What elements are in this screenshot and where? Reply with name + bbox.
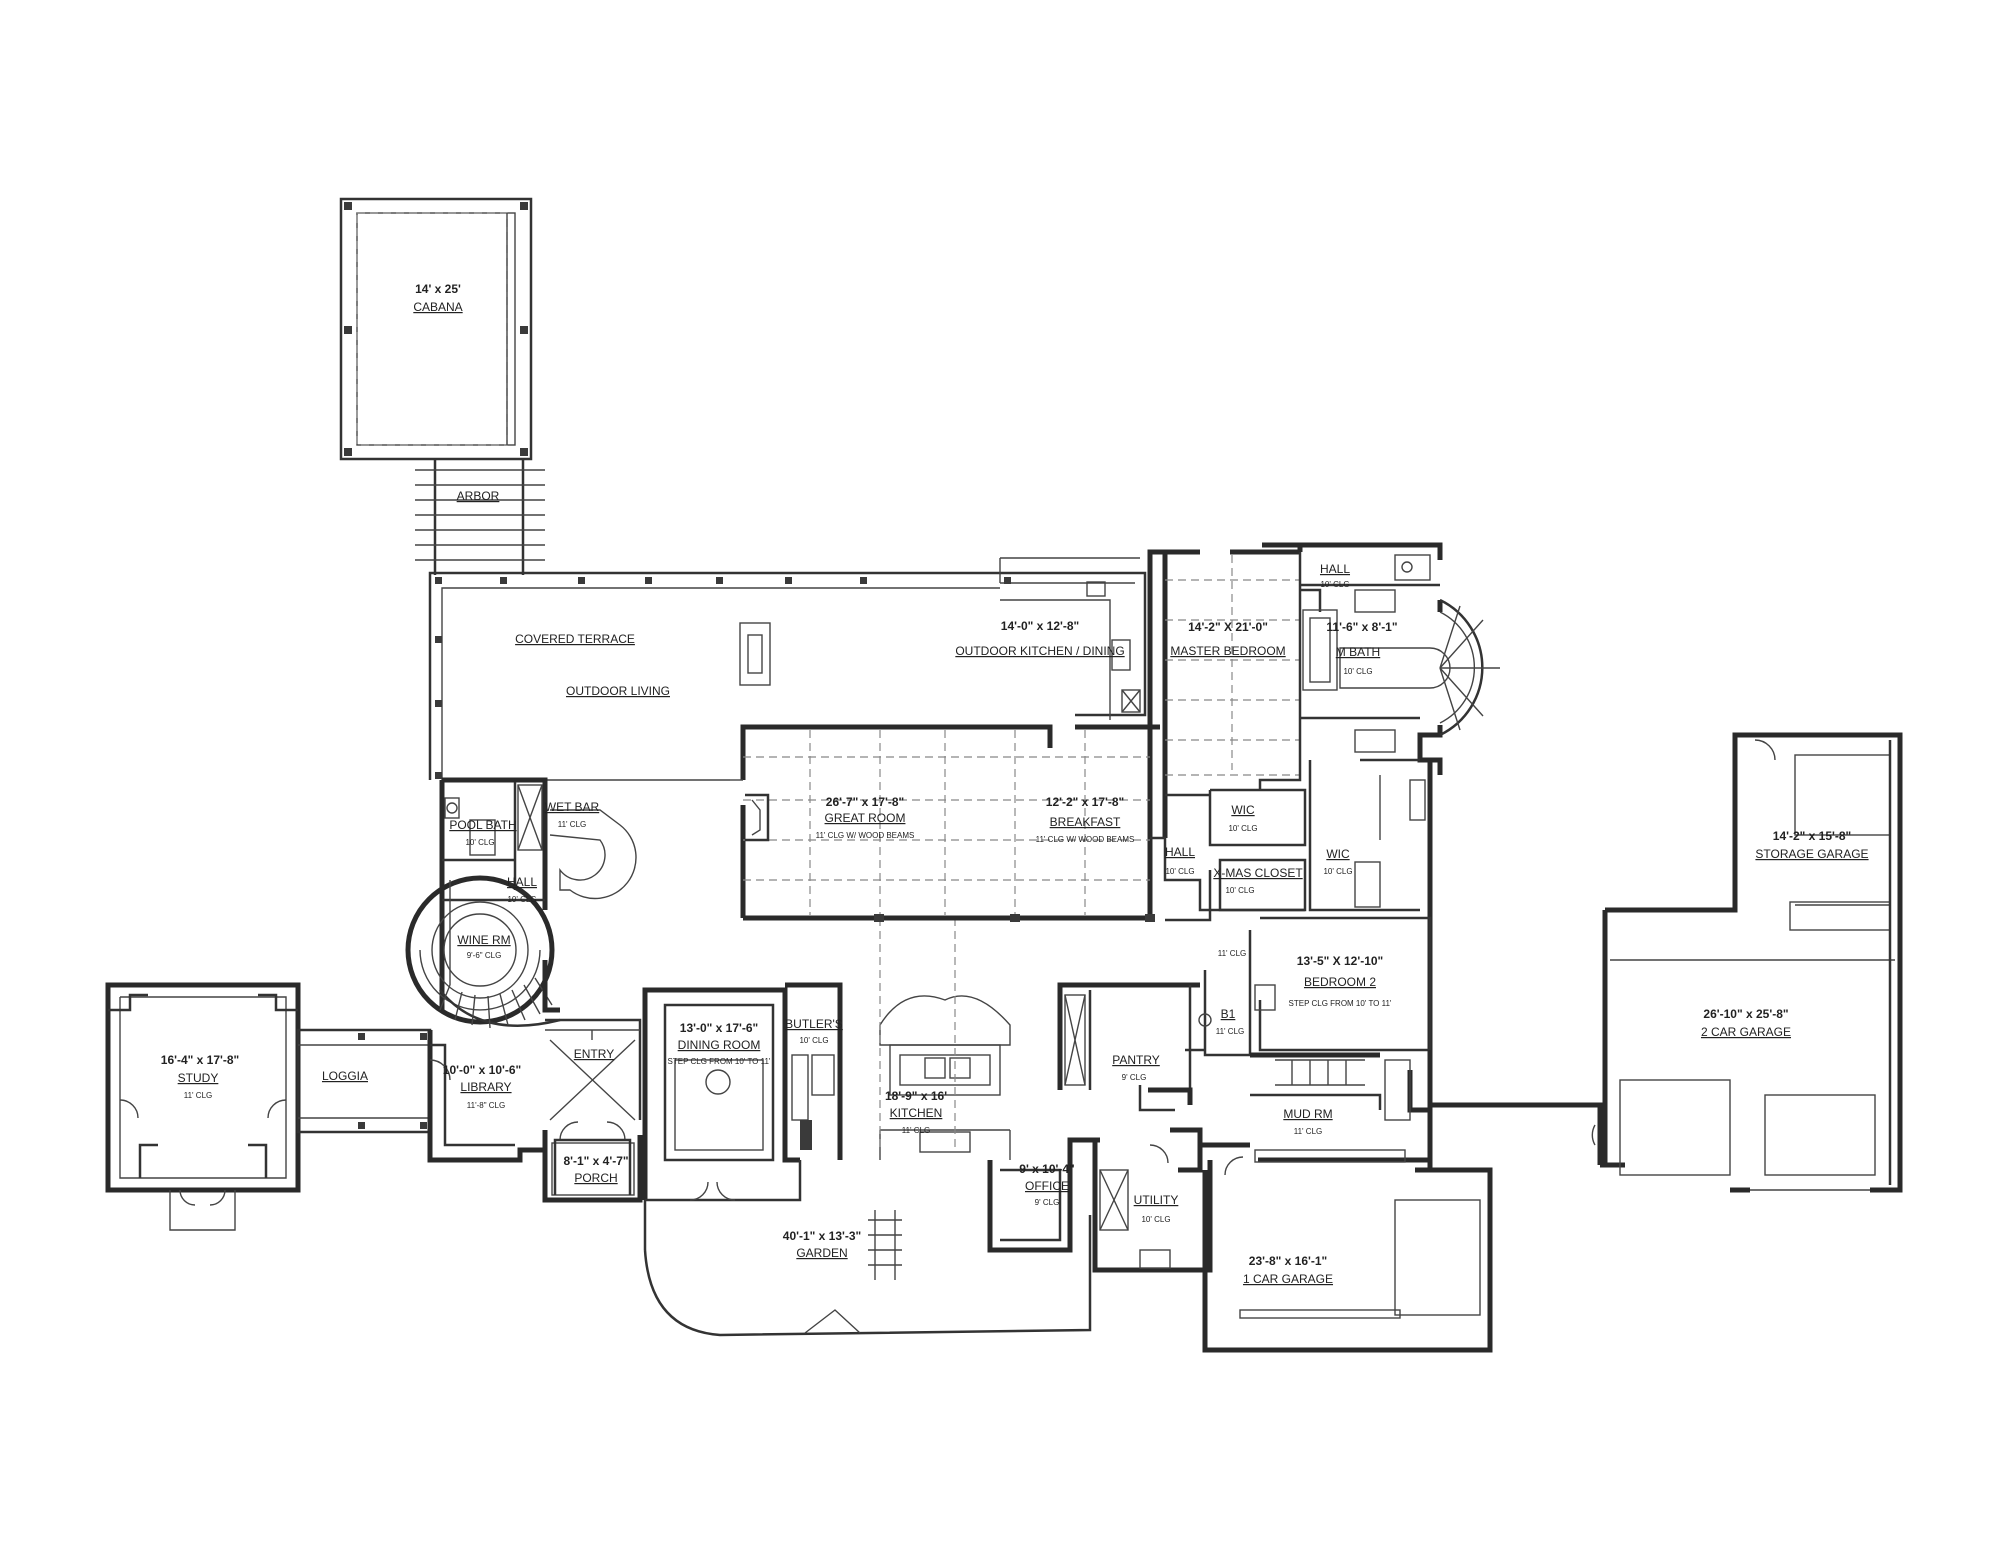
library-entry xyxy=(427,1018,643,1203)
m-bath-dim: 11'-6" x 8'-1" xyxy=(1326,620,1397,634)
clg-small: 11' CLG xyxy=(1218,949,1247,958)
arbor xyxy=(415,459,545,575)
entry-name: ENTRY xyxy=(574,1047,614,1061)
cabana-dim: 14' x 25' xyxy=(415,282,461,296)
outdoor-kitchen-name: OUTDOOR KITCHEN / DINING xyxy=(955,644,1124,658)
study xyxy=(105,982,301,1231)
great-room-dim: 26'-7" x 17'-8" xyxy=(826,795,904,809)
b1-clg: 11' CLG xyxy=(1216,1027,1245,1036)
storage-garage-name: STORAGE GARAGE xyxy=(1755,847,1868,861)
utility-name: UTILITY xyxy=(1134,1193,1179,1207)
breakfast-dim: 12'-2" x 17'-8" xyxy=(1046,795,1124,809)
study-name: STUDY xyxy=(178,1071,219,1085)
great-room-clg: 11' CLG W/ WOOD BEAMS xyxy=(816,831,915,840)
outdoor-living-name: OUTDOOR LIVING xyxy=(566,684,670,698)
covered-terrace xyxy=(428,557,1147,780)
car-garage-1-dim: 23'-8" x 16'-1" xyxy=(1249,1254,1327,1268)
library-dim: 10'-0" x 10'-6" xyxy=(443,1063,521,1077)
office-name: OFFICE xyxy=(1025,1179,1069,1193)
breakfast-name: BREAKFAST xyxy=(1050,815,1121,829)
left-wing xyxy=(405,777,637,1029)
bedroom2-name: BEDROOM 2 xyxy=(1304,975,1376,989)
porch-dim: 8'-1" x 4'-7" xyxy=(563,1154,628,1168)
kitchen-name: KITCHEN xyxy=(890,1106,943,1120)
butlers-clg: 10' CLG xyxy=(799,1036,828,1045)
car-garage-2-dim: 26'-10" x 25'-8" xyxy=(1703,1007,1788,1021)
porch-name: PORCH xyxy=(574,1171,617,1185)
hall-top-clg: 10' CLG xyxy=(1320,580,1349,589)
m-bath-name: M BATH xyxy=(1336,645,1380,659)
loggia-name: LOGGIA xyxy=(322,1069,368,1083)
pool-bath-name: POOL BATH xyxy=(449,818,516,832)
wet-bar-clg: 11' CLG xyxy=(558,820,587,829)
bedroom2-dim: 13'-5" X 12'-10" xyxy=(1297,954,1383,968)
dining-butler xyxy=(642,982,843,1202)
pantry-name: PANTRY xyxy=(1112,1053,1160,1067)
office-clg: 9' CLG xyxy=(1035,1198,1060,1207)
wic-1-name: WIC xyxy=(1231,803,1255,817)
storage-garage-dim: 14'-2" x 15'-8" xyxy=(1773,829,1851,843)
xmas-closet-name: X-MAS CLOSET xyxy=(1213,866,1303,880)
two-car-garage xyxy=(1430,732,1903,1193)
hall-top-name: HALL xyxy=(1320,562,1350,576)
wic-2-clg: 10' CLG xyxy=(1323,867,1352,876)
study-dim: 16'-4" x 17'-8" xyxy=(161,1053,239,1067)
butlers-name: BUTLER'S xyxy=(785,1017,843,1031)
office-utility xyxy=(987,1127,1213,1273)
mud-rm-name: MUD RM xyxy=(1283,1107,1332,1121)
pool-bath-clg: 10' CLG xyxy=(465,838,494,847)
office-dim: 9' x 10'-4" xyxy=(1019,1162,1074,1176)
hall-mid-clg: 10' CLG xyxy=(1165,867,1194,876)
dining-room-name: DINING ROOM xyxy=(678,1038,761,1052)
one-car-garage xyxy=(1202,1156,1493,1353)
xmas-closet-clg: 10' CLG xyxy=(1225,886,1254,895)
outdoor-kitchen-dim: 14'-0" x 12'-8" xyxy=(1001,619,1079,633)
cabana xyxy=(339,197,533,461)
hall-left-name: HALL xyxy=(507,875,537,889)
m-bath-clg: 10' CLG xyxy=(1343,667,1372,676)
breakfast-clg: 11' CLG W/ WOOD BEAMS xyxy=(1036,835,1135,844)
wine-rm-name: WINE RM xyxy=(457,933,510,947)
wet-bar-name: WET BAR xyxy=(545,800,600,814)
study-clg: 11' CLG xyxy=(184,1091,213,1100)
library-clg: 11'-8" CLG xyxy=(467,1101,505,1110)
kitchen-clg: 11' CLG xyxy=(902,1126,931,1135)
bedroom2-clg: STEP CLG FROM 10' TO 11' xyxy=(1289,999,1392,1008)
car-garage-2-name: 2 CAR GARAGE xyxy=(1701,1025,1791,1039)
master-bedroom-name: MASTER BEDROOM xyxy=(1170,644,1285,658)
great-room-name: GREAT ROOM xyxy=(825,811,906,825)
cabana-name: CABANA xyxy=(413,300,462,314)
wic-1-clg: 10' CLG xyxy=(1228,824,1257,833)
car-garage-1-name: 1 CAR GARAGE xyxy=(1243,1272,1333,1286)
library-name: LIBRARY xyxy=(460,1080,511,1094)
covered-terrace-name: COVERED TERRACE xyxy=(515,632,635,646)
garden-dim: 40'-1" x 13'-3" xyxy=(783,1229,861,1243)
mud-rm-clg: 11' CLG xyxy=(1294,1127,1323,1136)
arbor-name: ARBOR xyxy=(457,489,500,503)
wine-rm-clg: 9'-6" CLG xyxy=(467,951,502,960)
dining-room-clg: STEP CLG FROM 10' TO 11' xyxy=(668,1057,771,1066)
hall-left-clg: 10' CLG xyxy=(507,895,536,904)
dining-room-dim: 13'-0" x 17'-6" xyxy=(680,1021,758,1035)
loggia xyxy=(296,1028,432,1134)
utility-clg: 10' CLG xyxy=(1141,1215,1170,1224)
master-bedroom-dim: 14'-2" X 21'-0" xyxy=(1188,620,1268,634)
wic-2-name: WIC xyxy=(1326,847,1350,861)
b1-name: B1 xyxy=(1221,1007,1236,1021)
room-labels: 14' x 25' CABANA ARBOR COVERED TERRACE O… xyxy=(161,282,1869,1286)
kitchen-dim: 18'-9" x 16' xyxy=(885,1089,947,1103)
garden-name: GARDEN xyxy=(796,1246,847,1260)
pantry-clg: 9' CLG xyxy=(1122,1073,1147,1082)
hall-mid-name: HALL xyxy=(1165,845,1195,859)
garden xyxy=(643,1200,1092,1337)
